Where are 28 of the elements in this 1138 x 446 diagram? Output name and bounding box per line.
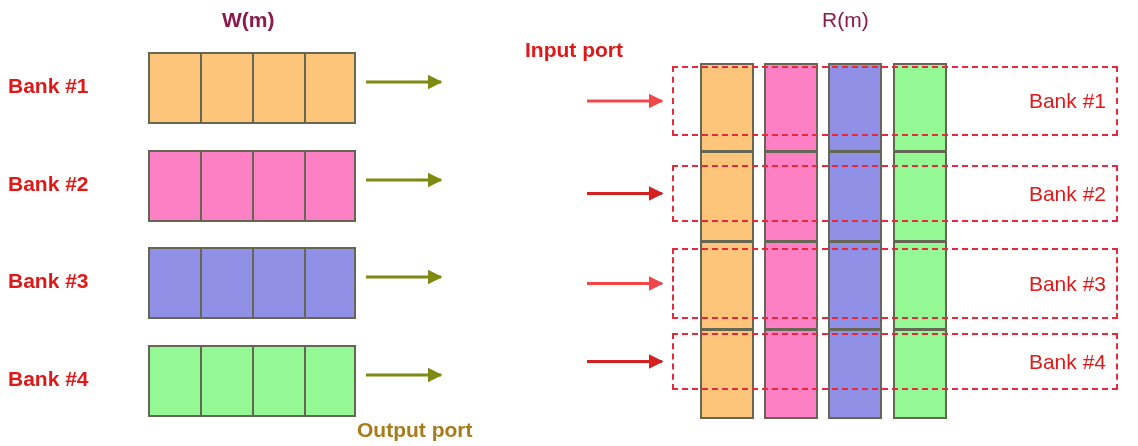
memory-column (893, 63, 947, 419)
arrow (366, 74, 443, 90)
bank-label: Bank #3 (8, 269, 89, 293)
bank-label: Bank #3 (1028, 271, 1106, 296)
arrow (366, 367, 443, 383)
arrow (587, 186, 664, 201)
bank-outline (672, 66, 1118, 136)
arrow (587, 93, 664, 109)
bank-label: Bank #2 (1028, 181, 1106, 206)
heading-label: W(m) (222, 8, 275, 32)
arrow (587, 276, 664, 291)
bank-label: Bank #4 (1028, 349, 1106, 374)
port-label: Output port (357, 418, 473, 442)
bank-label: Bank #4 (8, 367, 89, 391)
bank-outline (672, 165, 1118, 222)
heading-label: R(m) (822, 8, 869, 32)
memory-column (764, 63, 818, 419)
memory-column (828, 63, 882, 419)
bank-outline (672, 248, 1118, 319)
memory-column (700, 63, 754, 419)
arrow (587, 354, 664, 369)
bank-label: Bank #1 (1028, 89, 1106, 113)
arrow (366, 172, 443, 188)
bank-label: Bank #2 (8, 172, 89, 196)
arrow (366, 269, 443, 285)
port-label: Input port (525, 38, 623, 62)
bank-outline (672, 333, 1118, 390)
bank-label: Bank #1 (8, 74, 89, 98)
